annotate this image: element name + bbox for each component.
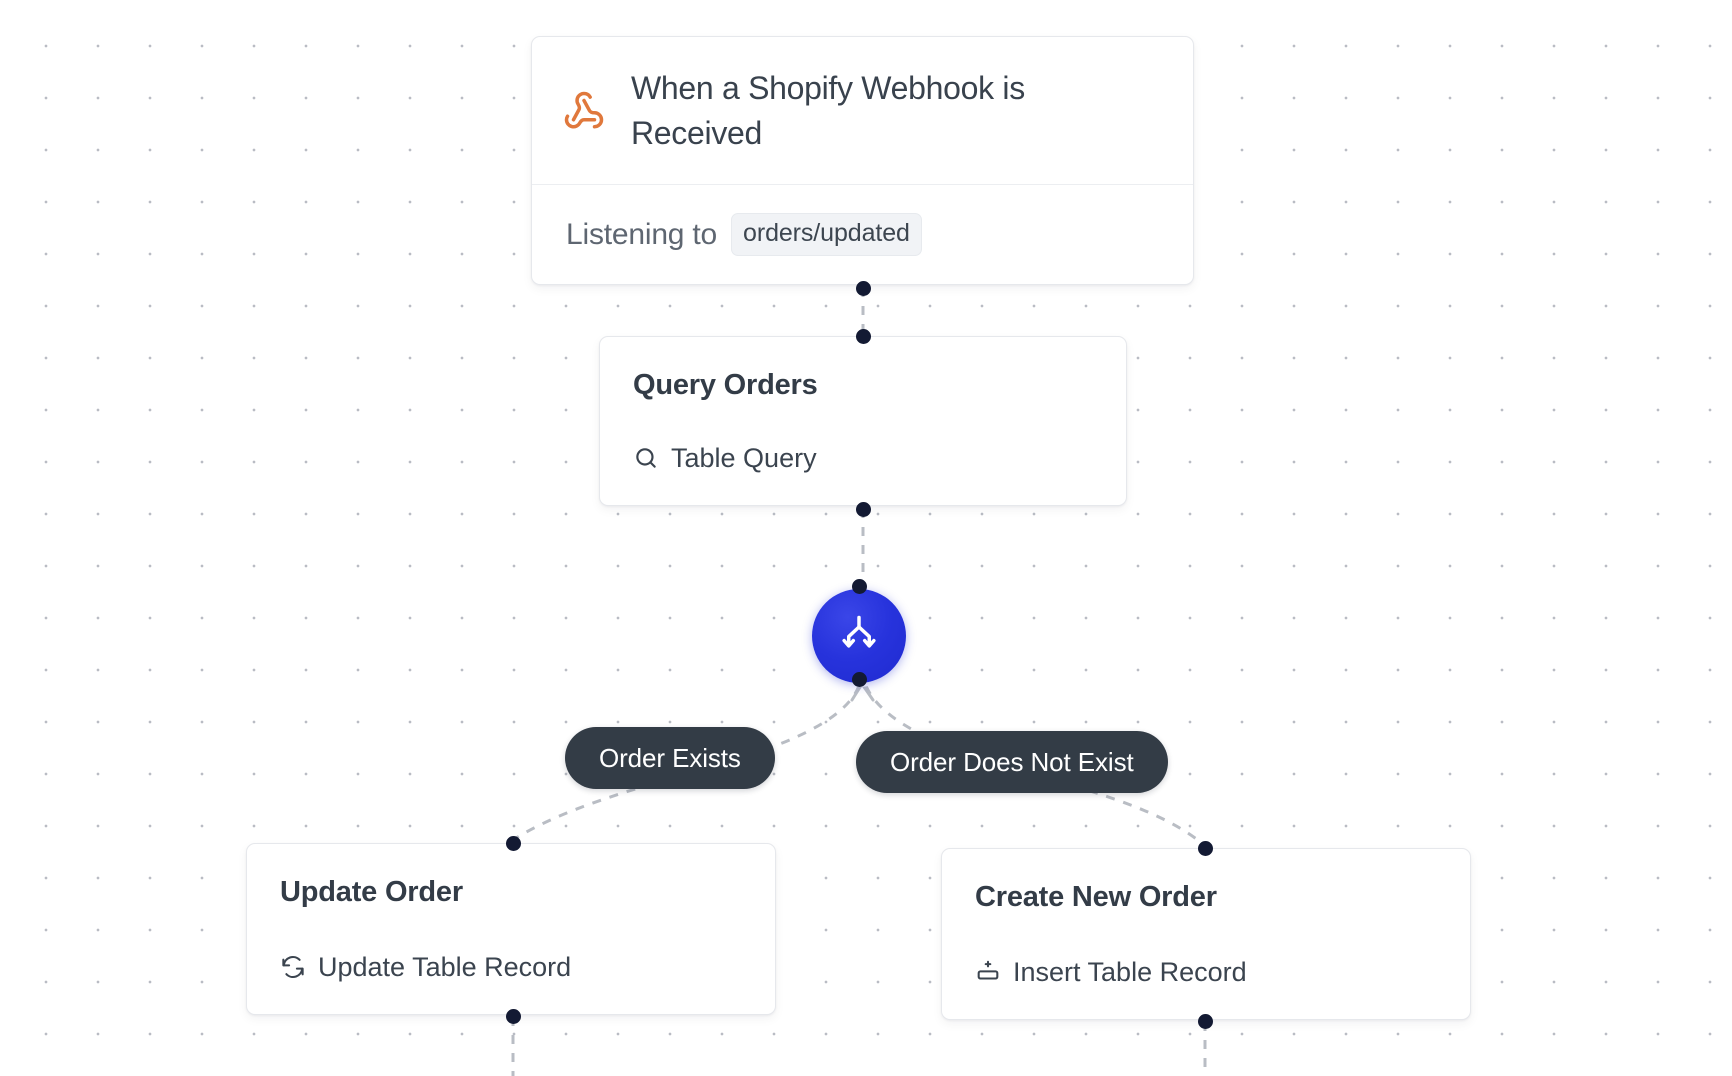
node-query-orders[interactable]: Query Orders Table Query [599,336,1127,506]
node-create-new-order[interactable]: Create New Order Insert Table Record [941,848,1471,1020]
node-update-order[interactable]: Update Order Update Table Record [246,843,776,1015]
listening-label: Listening to [566,217,718,251]
trigger-title: When a Shopify Webhook is Received [631,70,1025,151]
branch-label-order-does-not-exist[interactable]: Order Does Not Exist [856,731,1168,793]
split-branch-icon [837,612,881,661]
handle-branch-bottom[interactable] [852,672,867,687]
webhook-topic-chip[interactable]: orders/updated [731,213,922,256]
create-node-title: Create New Order [975,881,1217,913]
insert-row-icon [975,959,1001,985]
edge-arrowhead-icon [850,681,875,702]
webhook-icon [563,90,605,132]
query-node-title: Query Orders [633,369,818,401]
update-node-action: Update Table Record [280,951,742,983]
trigger-header: When a Shopify Webhook is Received [532,37,1193,185]
handle-update-bottom[interactable] [506,1009,521,1024]
node-shopify-webhook-trigger[interactable]: When a Shopify Webhook is Received Liste… [531,36,1194,285]
handle-create-top[interactable] [1198,841,1213,856]
update-node-action-label: Update Table Record [318,951,572,982]
handle-create-bottom[interactable] [1198,1014,1213,1029]
node-branch-condition[interactable] [812,589,906,683]
refresh-icon [280,954,306,980]
handle-branch-top[interactable] [852,579,867,594]
handle-query-bottom[interactable] [856,502,871,517]
handle-update-top[interactable] [506,836,521,851]
handle-query-top[interactable] [856,329,871,344]
create-node-action-label: Insert Table Record [1013,956,1247,987]
query-node-action: Table Query [633,442,1093,474]
update-node-title: Update Order [280,876,463,908]
handle-trigger-bottom[interactable] [856,281,871,296]
create-node-action: Insert Table Record [975,956,1437,988]
branch-label-order-exists[interactable]: Order Exists [565,727,775,789]
query-node-action-label: Table Query [671,442,817,473]
trigger-listening-row: Listening to orders/updated [532,185,1193,284]
search-icon [633,445,659,471]
